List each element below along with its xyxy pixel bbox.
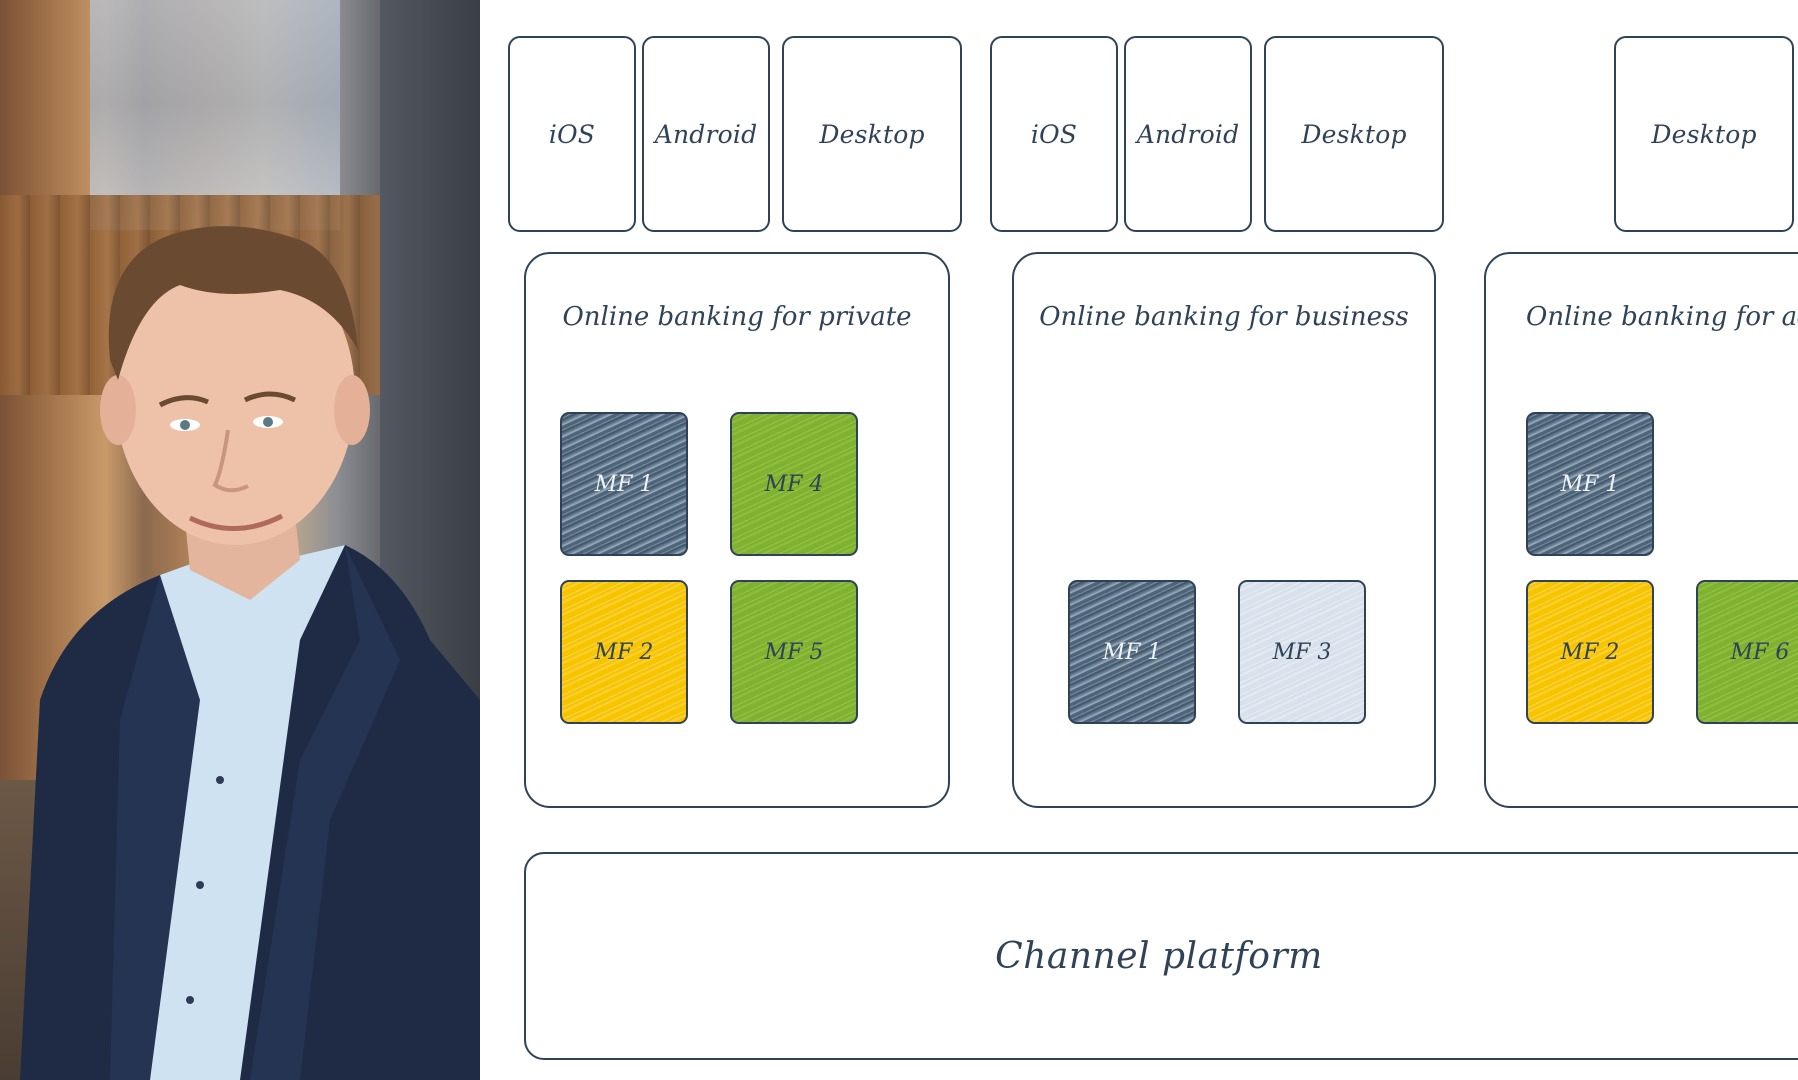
micro-frontend-label: MF 4 [764, 471, 824, 497]
device-box-desktop: Desktop [1264, 36, 1444, 232]
app-title: Online banking for private [562, 302, 912, 332]
micro-frontend-block: MF 2 [1526, 580, 1654, 724]
app-container-advisors: Online banking for ad MF 1 MF 2 MF 6 [1484, 252, 1798, 808]
face [115, 245, 355, 545]
micro-frontend-label: MF 3 [1272, 639, 1332, 665]
app-container-private: Online banking for private MF 1 MF 4 MF … [524, 252, 950, 808]
person-figure [20, 226, 480, 1080]
device-label: iOS [548, 119, 596, 149]
micro-frontend-diagram: iOS Android Desktop iOS Android Desktop … [480, 0, 1798, 1080]
platform-label: Channel platform [995, 935, 1323, 977]
micro-frontend-block: MF 1 [560, 412, 688, 556]
background-window [90, 0, 340, 230]
app-title: Online banking for business [1039, 302, 1409, 332]
device-box-desktop: Desktop [782, 36, 962, 232]
micro-frontend-block: MF 3 [1238, 580, 1366, 724]
shirt [150, 545, 345, 1080]
device-label: Desktop [1651, 119, 1757, 149]
device-box-android: Android [642, 36, 770, 232]
right-lapel [250, 545, 400, 1080]
device-label: Desktop [819, 119, 925, 149]
micro-frontend-label: MF 6 [1730, 639, 1790, 665]
app-container-business: Online banking for business MF 1 MF 3 [1012, 252, 1436, 808]
micro-frontend-block: MF 1 [1526, 412, 1654, 556]
mouth [188, 513, 284, 531]
left-lapel [110, 575, 200, 1080]
micro-frontend-block: MF 5 [730, 580, 858, 724]
micro-frontend-label: MF 1 [594, 471, 654, 497]
device-box-ios: iOS [508, 36, 636, 232]
micro-frontend-block: MF 1 [1068, 580, 1196, 724]
device-label: Android [1136, 119, 1240, 149]
device-label: Android [654, 119, 758, 149]
app-title: Online banking for ad [1526, 302, 1798, 332]
micro-frontend-label: MF 2 [1560, 639, 1620, 665]
channel-platform-box: Channel platform [524, 852, 1798, 1060]
device-label: Desktop [1301, 119, 1407, 149]
device-box-android: Android [1124, 36, 1252, 232]
device-box-desktop: Desktop [1614, 36, 1794, 232]
micro-frontend-label: MF 2 [594, 639, 654, 665]
left-ear [100, 375, 136, 445]
device-label: iOS [1030, 119, 1078, 149]
micro-frontend-block: MF 4 [730, 412, 858, 556]
micro-frontend-block: MF 6 [1696, 580, 1798, 724]
right-ear [334, 375, 370, 445]
portrait-photo [0, 0, 480, 1080]
micro-frontend-label: MF 1 [1560, 471, 1620, 497]
micro-frontend-label: MF 5 [764, 639, 824, 665]
hair [108, 226, 358, 380]
micro-frontend-label: MF 1 [1102, 639, 1162, 665]
device-box-ios: iOS [990, 36, 1118, 232]
micro-frontend-block: MF 2 [560, 580, 688, 724]
